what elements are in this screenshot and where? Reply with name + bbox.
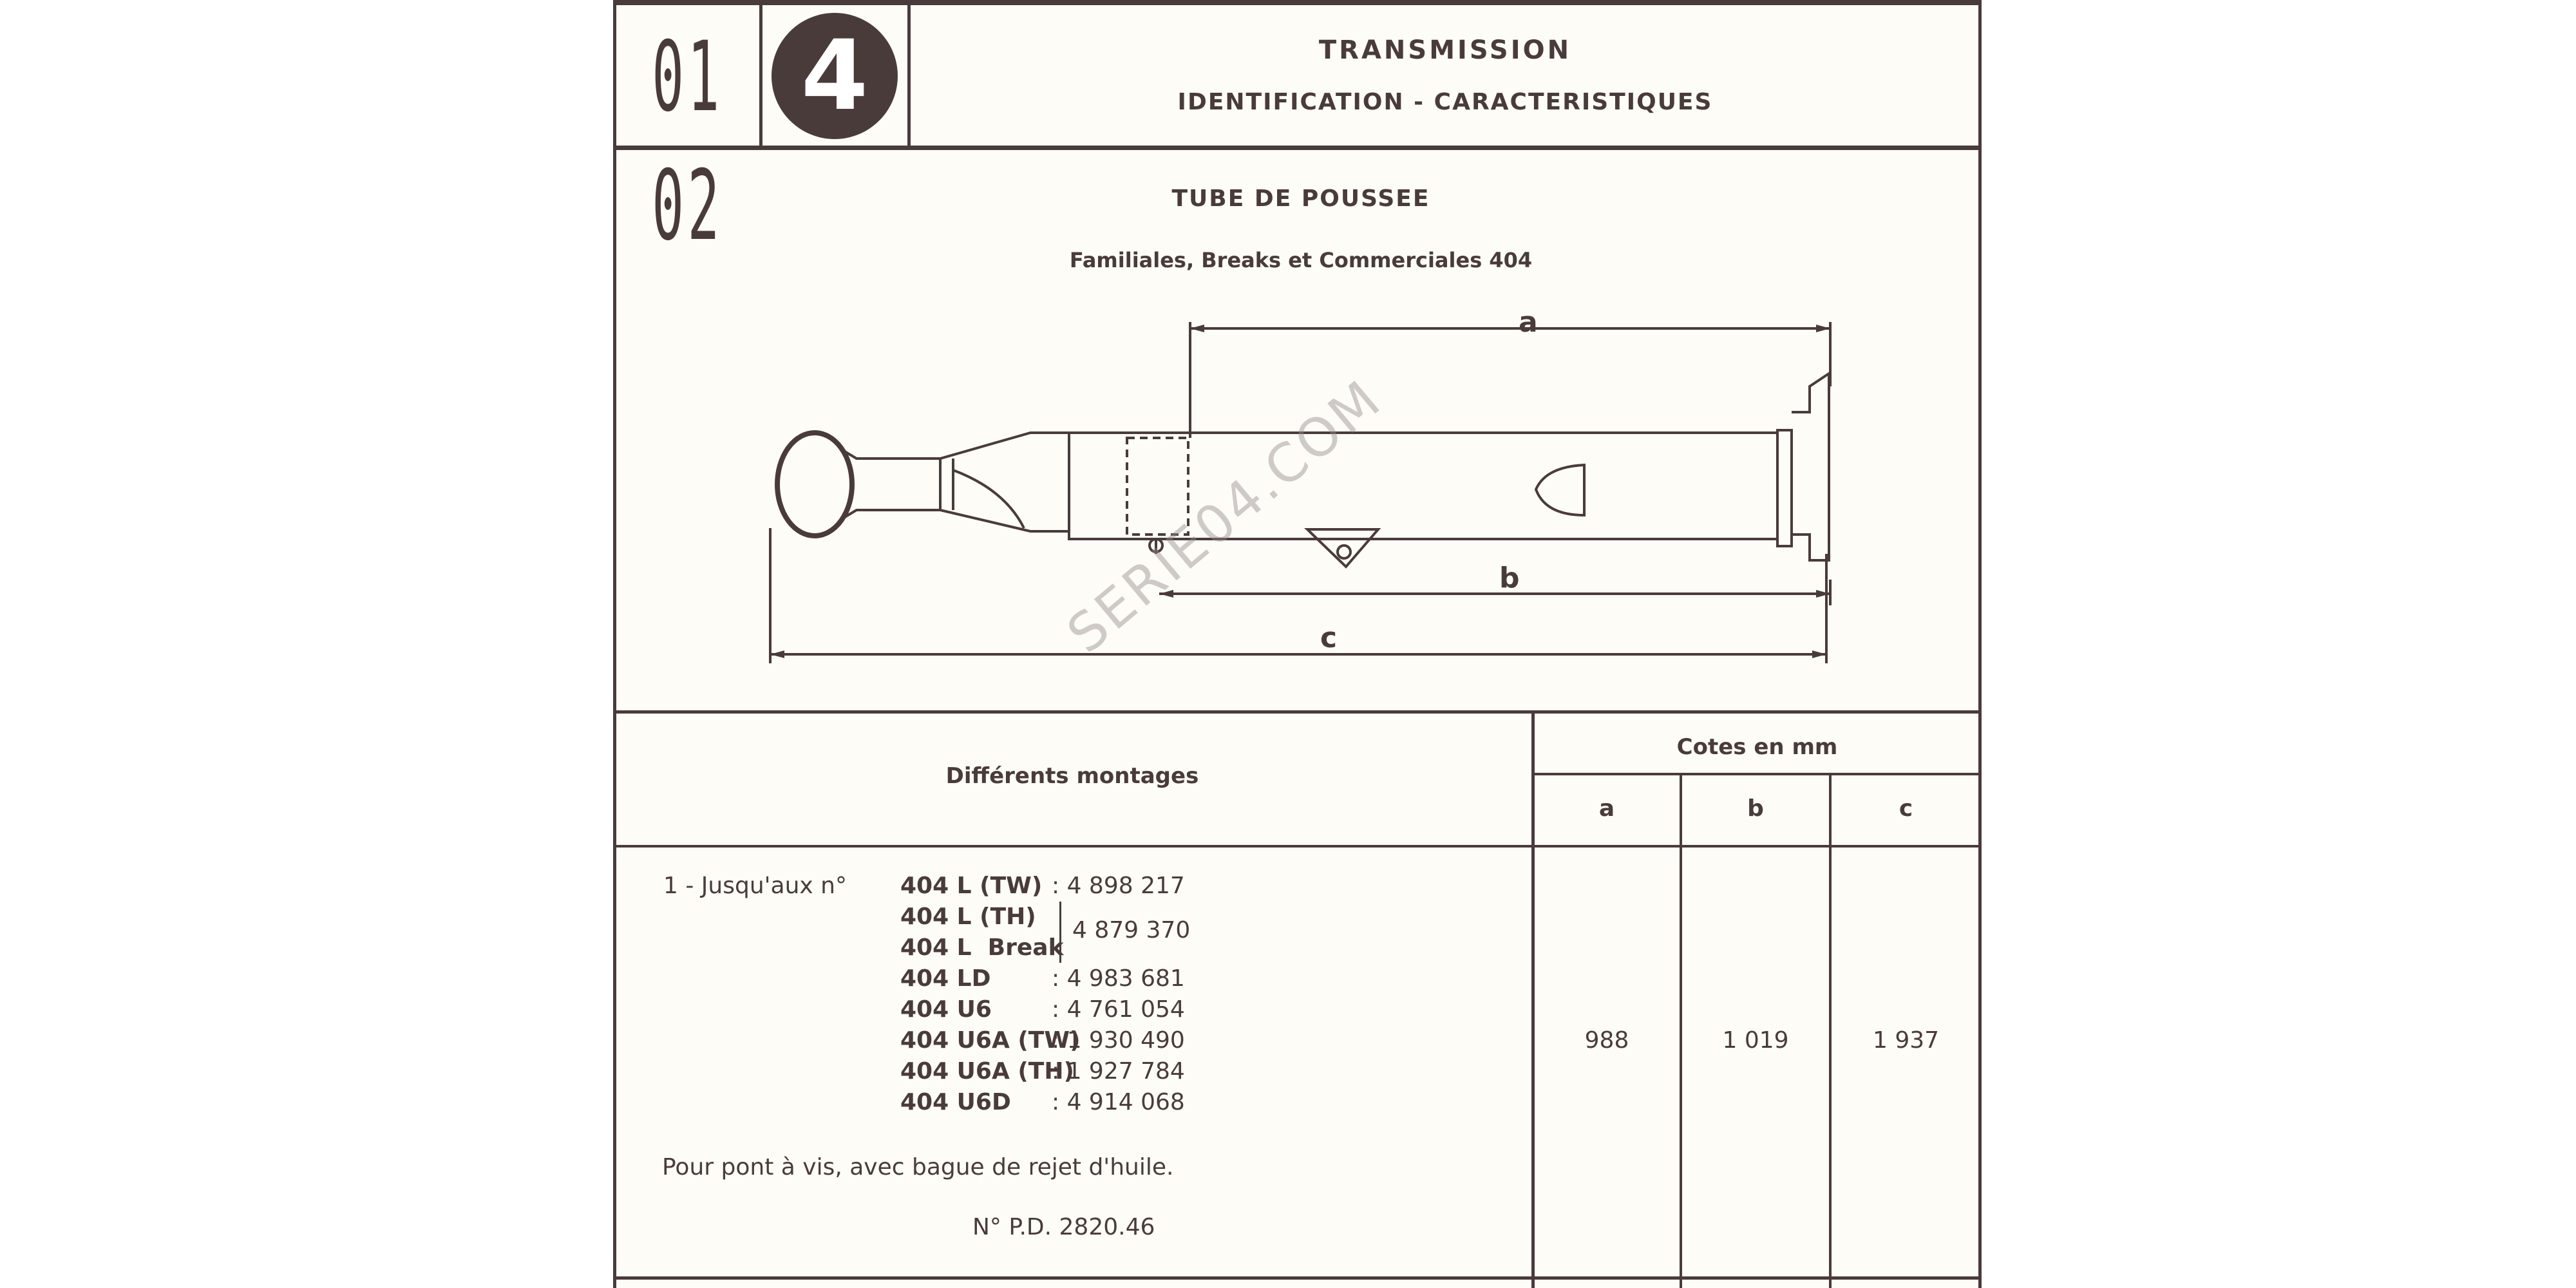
table-top-border	[613, 710, 1982, 714]
dim-header-a: a	[1598, 795, 1615, 822]
model: 404 U6A (TW)	[900, 1027, 1081, 1054]
section-code: 01 02	[652, 21, 723, 262]
dim-header-divider	[1533, 773, 1982, 775]
part-number: N° P.D. 2820.46	[972, 1214, 1155, 1240]
model: 404 LD	[900, 965, 991, 992]
dim-header-c: c	[1899, 795, 1913, 822]
figure-title: TUBE DE POUSSEE	[1171, 185, 1430, 212]
serial: : 1 930 490	[1052, 1027, 1185, 1054]
value-a: 988	[1584, 1027, 1629, 1054]
value-b: 1 019	[1722, 1027, 1789, 1054]
model: 404 L (TH)	[900, 904, 1036, 930]
top-border	[613, 0, 1982, 5]
row-note: Pour pont à vis, avec bague de rejet d'h…	[662, 1154, 1174, 1180]
dimension-label-a: a	[1519, 306, 1538, 339]
header-cell-divider	[759, 0, 762, 148]
column-divider	[1829, 774, 1832, 1288]
header-cell-divider	[907, 0, 911, 148]
mountings-header: Différents montages	[945, 763, 1199, 789]
model: 404 U6D	[900, 1089, 1011, 1115]
header-divider	[613, 146, 1982, 150]
column-divider	[1531, 712, 1535, 1288]
dimension-label-c: c	[1320, 621, 1337, 654]
figure-caption: Familiales, Breaks et Commerciales 404	[1069, 248, 1533, 272]
model: 404 L (TW)	[900, 873, 1043, 899]
serial: : 4 983 681	[1052, 965, 1185, 992]
serial: : 4 898 217	[1052, 873, 1185, 899]
value-c: 1 937	[1872, 1027, 1940, 1054]
row-prefix: 1 - Jusqu'aux n°	[663, 873, 847, 899]
serial: : 4 761 054	[1052, 996, 1185, 1023]
serial: : 4 914 068	[1052, 1089, 1185, 1115]
dimensions-header: Cotes en mm	[1676, 734, 1838, 760]
serial: : 1 927 784	[1052, 1058, 1185, 1084]
chapter-badge: 4	[772, 13, 898, 139]
dimension-label-b: b	[1499, 562, 1520, 594]
header-title: TRANSMISSION	[1318, 35, 1572, 65]
column-divider	[1680, 774, 1682, 1288]
document-page	[613, 0, 1982, 1288]
header-subtitle: IDENTIFICATION - CARACTERISTIQUES	[1177, 89, 1713, 115]
model: 404 U6	[900, 996, 992, 1023]
grouped-serial: 4 879 370	[1072, 917, 1191, 943]
brace	[1059, 902, 1061, 963]
model: 404 L Break	[900, 934, 1064, 961]
table-header-divider	[613, 845, 1982, 848]
dim-header-b: b	[1747, 795, 1764, 822]
model: 404 U6A (TH)	[900, 1058, 1074, 1084]
table-bottom-border	[613, 1276, 1982, 1280]
